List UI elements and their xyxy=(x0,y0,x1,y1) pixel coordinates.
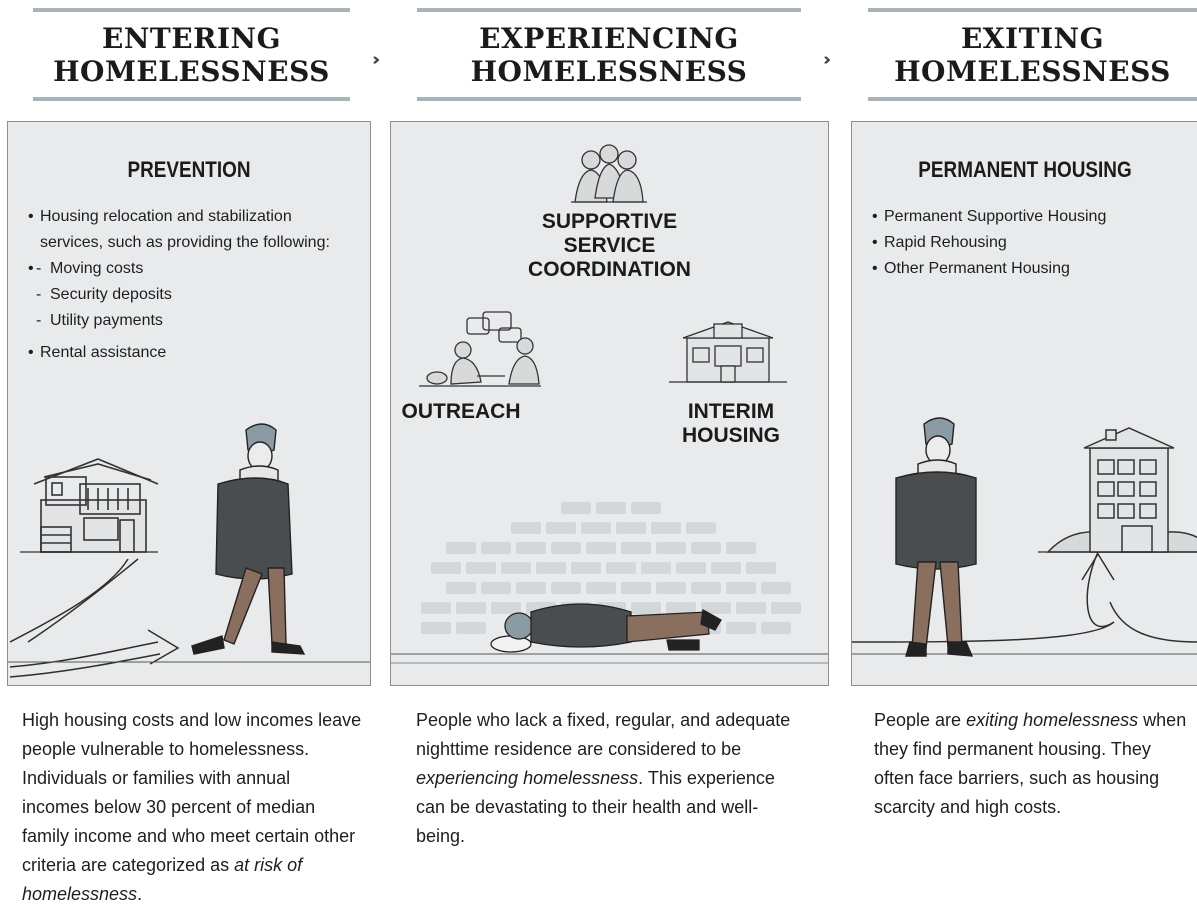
entering-description: High housing costs and low incomes leave… xyxy=(22,706,362,909)
stage-title-line1: EXITING xyxy=(960,22,1105,55)
header-rule-bottom xyxy=(868,97,1197,101)
coordination-label-line1: SUPPORTIVE xyxy=(541,210,678,233)
description-emphasis: experiencing homelessness xyxy=(416,768,639,788)
description-text: when they find permanent housing. They o… xyxy=(874,710,1187,817)
house-icon xyxy=(20,458,159,553)
stage-title-line2: HOMELESSNESS xyxy=(470,55,748,88)
stage-title-line1: ENTERING xyxy=(102,22,281,55)
interim-housing-line1: INTERIM xyxy=(687,400,775,423)
permanent-housing-illustration xyxy=(852,417,1197,657)
permanent-housing-list: Permanent Supportive Housing Rapid Rehou… xyxy=(872,204,1192,282)
interim-housing-line2: HOUSING xyxy=(681,424,780,447)
outreach-label: OUTREACH xyxy=(401,400,521,423)
lying-person-icon xyxy=(490,603,722,653)
header-rule-top xyxy=(417,8,801,12)
stage-title-line1: EXPERIENCING xyxy=(479,22,739,55)
chevron-right-icon: ››› xyxy=(372,50,382,70)
description-text: People who lack a fixed, regular, and ad… xyxy=(416,710,791,759)
description-emphasis: at risk of homelessness xyxy=(22,855,303,904)
header-rule-bottom xyxy=(33,97,350,101)
description-text: . xyxy=(137,884,143,904)
apartment-building-icon xyxy=(1038,427,1197,553)
stage-title-line2: HOMELESSNESS xyxy=(53,55,330,88)
list-item: Permanent Supportive Housing xyxy=(872,204,1192,230)
sub-item: Moving costs xyxy=(36,256,358,282)
stage-title: EXITING HOMELESSNESS xyxy=(868,12,1197,97)
path-arrow-icon xyxy=(8,558,370,678)
stage-title: ENTERING HOMELESSNESS xyxy=(33,12,350,97)
description-text: High housing costs and low incomes leave… xyxy=(22,710,362,875)
headset-group-icon xyxy=(571,144,647,203)
experiencing-illustration xyxy=(391,144,828,664)
prevention-illustration xyxy=(8,423,370,678)
header-rule-top xyxy=(33,8,350,12)
sub-item: Security deposits xyxy=(36,282,358,308)
exiting-description: People are exiting homelessness when the… xyxy=(874,706,1189,822)
stage-header-experiencing: EXPERIENCING HOMELESSNESS xyxy=(417,8,801,101)
permanent-housing-panel: PERMANENT HOUSING Permanent Supportive H… xyxy=(851,121,1197,686)
experiencing-description: People who lack a fixed, regular, and ad… xyxy=(416,706,796,851)
permanent-housing-heading: PERMANENT HOUSING xyxy=(918,157,1132,182)
description-emphasis: exiting homelessness xyxy=(966,710,1139,730)
prevention-list: Housing relocation and stabilization ser… xyxy=(28,204,358,366)
interim-housing-label: INTERIM HOUSING xyxy=(671,400,791,448)
list-item: Moving costs Security deposits Utility p… xyxy=(28,256,358,340)
coordination-label: SUPPORTIVE SERVICE COORDINATION xyxy=(491,210,728,282)
sub-item: Utility payments xyxy=(36,308,358,334)
list-item: Other Permanent Housing xyxy=(872,256,1192,282)
description-text: . This experience can be devastating to … xyxy=(416,768,775,846)
stage-title-line2: HOMELESSNESS xyxy=(894,55,1171,88)
description-text: People are xyxy=(874,710,967,730)
standing-person-icon xyxy=(895,417,977,657)
stage-header-exiting: EXITING HOMELESSNESS xyxy=(868,8,1197,101)
list-item: Housing relocation and stabilization ser… xyxy=(28,204,358,256)
list-item: Rapid Rehousing xyxy=(872,230,1192,256)
stage-title: EXPERIENCING HOMELESSNESS xyxy=(417,12,801,97)
coordination-label-line2: SERVICE xyxy=(563,234,656,257)
chevron-right-icon: ››› xyxy=(823,50,833,70)
coordination-label-line3: COORDINATION xyxy=(528,258,691,281)
prevention-heading: PREVENTION xyxy=(127,157,251,182)
walking-person-icon xyxy=(191,423,306,655)
outreach-icon xyxy=(419,311,541,387)
list-item: Rental assistance xyxy=(28,340,358,366)
header-rule-top xyxy=(868,8,1197,12)
path-arrow-icon xyxy=(852,551,1197,655)
sub-list: Moving costs Security deposits Utility p… xyxy=(28,256,358,340)
header-rule-bottom xyxy=(417,97,801,101)
interim-housing-icon xyxy=(669,321,787,383)
prevention-panel: PREVENTION Housing relocation and stabil… xyxy=(7,121,371,686)
experiencing-panel: SUPPORTIVE SERVICE COORDINATION OUTREACH… xyxy=(390,121,829,686)
stage-header-entering: ENTERING HOMELESSNESS xyxy=(33,8,350,101)
